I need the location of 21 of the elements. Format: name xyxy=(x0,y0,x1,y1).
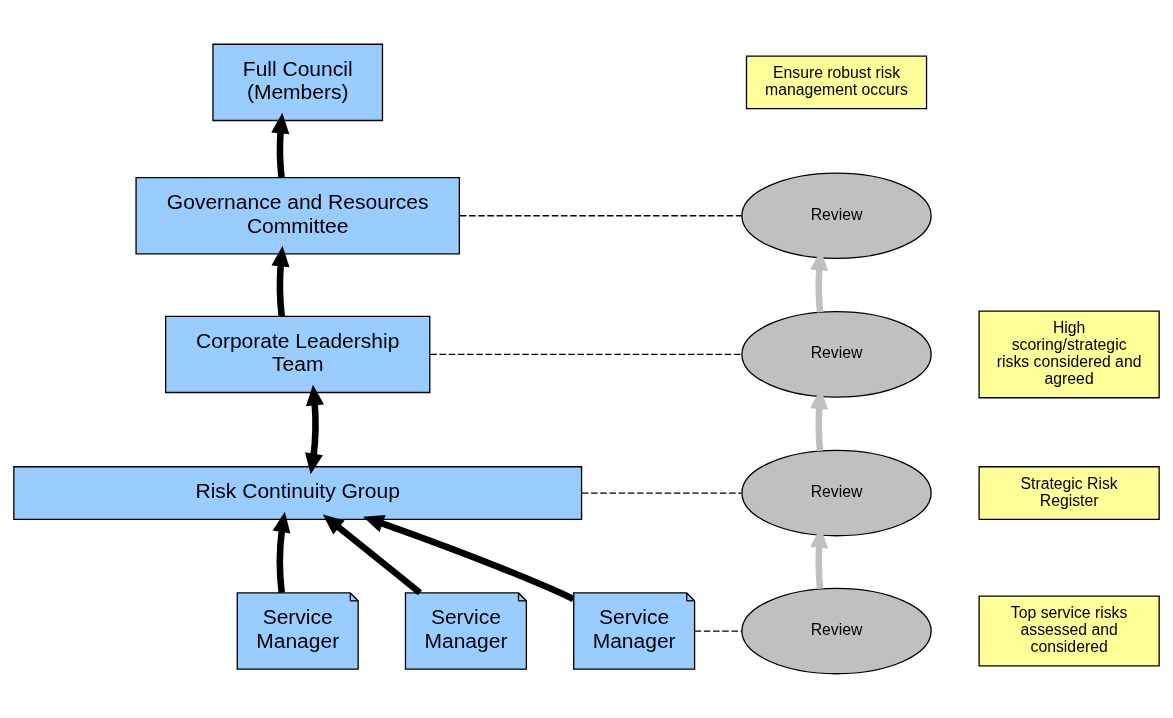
node-box: Corporate Leadership Team xyxy=(165,315,431,394)
node-box: Full Council (Members) xyxy=(212,43,384,122)
node-ellipse: Review xyxy=(741,311,932,398)
arrow xyxy=(271,112,290,178)
arrow xyxy=(271,245,290,317)
connector xyxy=(429,353,743,356)
node-ellipse: Review xyxy=(741,449,932,537)
node-box: Top service risks assessed and considered xyxy=(978,595,1160,667)
node-box: Governance and Resources Committee xyxy=(135,177,460,255)
arrow xyxy=(272,511,291,594)
node-box: Strategic Risk Register xyxy=(978,466,1160,520)
connector xyxy=(693,630,743,632)
node-box: High scoring/strategic risks considered and agreed xyxy=(978,310,1160,399)
node-ellipse: Review xyxy=(741,587,932,675)
arrow xyxy=(305,384,324,475)
node-ellipse: Review xyxy=(741,172,932,260)
arrow xyxy=(322,514,422,596)
node-box: Risk Continuity Group xyxy=(13,466,583,520)
connector xyxy=(459,215,743,217)
connector xyxy=(581,492,743,494)
node-box: Ensure robust risk management occurs xyxy=(745,55,928,110)
